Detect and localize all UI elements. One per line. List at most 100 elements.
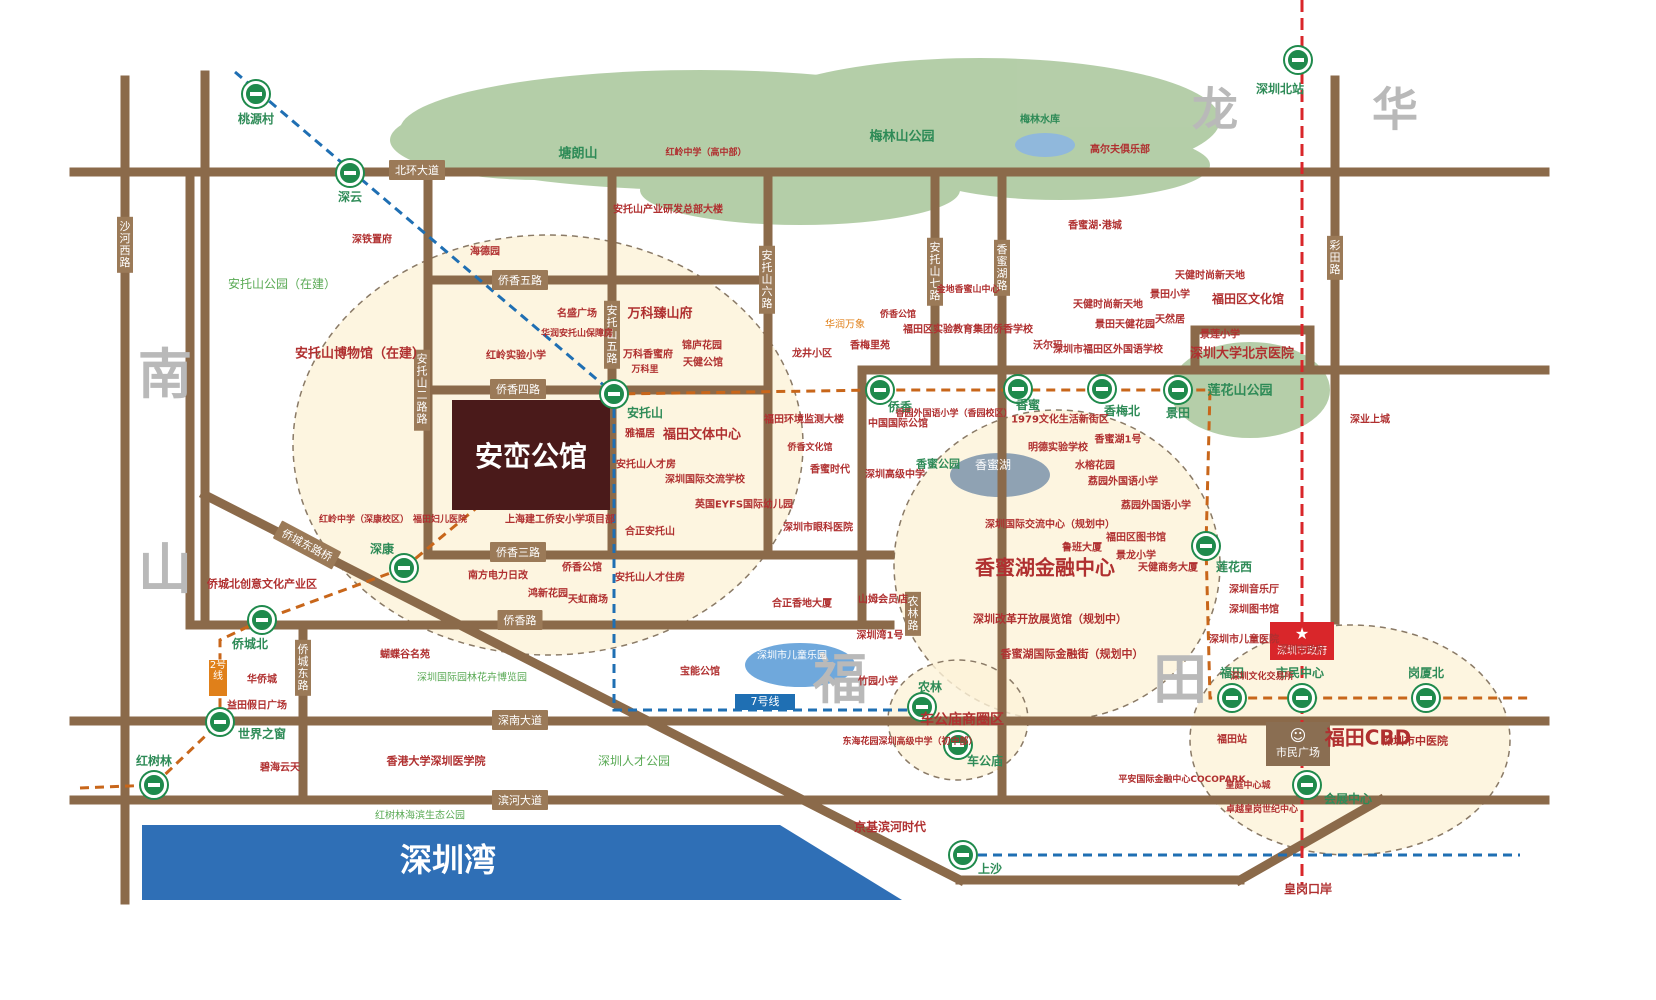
metro-station-icon[interactable] (391, 555, 417, 581)
smiley-icon: ☺ (1289, 726, 1307, 745)
metro-station-icon[interactable] (1219, 685, 1245, 711)
place-label: 福田区文化馆 (1211, 292, 1285, 307)
road-tag-beihuan: 北环大道 (389, 160, 445, 180)
place-label: 梅林水库 (1020, 114, 1060, 126)
metro-station-icon[interactable] (1294, 772, 1320, 798)
vroad-tag-qiaochengdong: 侨城东路 (295, 639, 311, 697)
district-label-nan: 南 (138, 342, 192, 406)
place-label: 上海建工侨安小学项目部 (505, 514, 615, 526)
district-label-tian: 田 (1153, 647, 1207, 711)
metro-station-label: 会展中心 (1323, 792, 1373, 807)
district-label-hua: 华 (1372, 82, 1418, 137)
place-label: 深圳市中医院 (1382, 734, 1448, 748)
metro-station-icon[interactable] (1289, 685, 1315, 711)
metro-station-icon[interactable] (243, 81, 269, 107)
shenzhen-bay-label: 深圳湾 (400, 841, 497, 879)
place-label: 华润安托山保障房 (540, 328, 614, 339)
metro-station-icon[interactable] (867, 377, 893, 403)
place-label: 深圳人才公园 (597, 754, 671, 769)
place-label: 景龙小学 (1116, 550, 1156, 562)
civic-plaza-label: 市民广场 (1276, 746, 1320, 759)
place-label: 深业上城 (1350, 414, 1390, 426)
metro-line-2-tag: 2号线 (209, 660, 227, 696)
project-marker[interactable]: 安峦公馆 (452, 400, 610, 510)
vroad-tag-antuoshan2: 安托山二路路 (414, 349, 430, 431)
place-label: 明德实验学校 (1028, 442, 1088, 454)
place-label: 深圳市儿童医院 (1209, 634, 1279, 646)
metro-station-icon[interactable] (337, 160, 363, 186)
place-label: 深圳国际交流中心（规划中） (985, 519, 1115, 531)
metro-station-icon[interactable] (1193, 533, 1219, 559)
place-label: 山姆会员店 (858, 594, 908, 606)
place-label: 安托山博物馆（在建） (294, 346, 426, 362)
metro-station-label: 岗厦北 (1407, 666, 1445, 681)
metro-station-icon[interactable] (945, 732, 971, 758)
metro-station-label: 市民中心 (1275, 666, 1325, 681)
star-icon: ★ (1294, 623, 1310, 643)
place-label: 红树林海滨生态公园 (375, 810, 465, 822)
metro-station-icon[interactable] (601, 381, 627, 407)
place-label: 景莲小学 (1200, 329, 1240, 341)
place-label: 平安国际金融中心COCOPARK (1118, 774, 1246, 785)
metro-station-icon[interactable] (141, 772, 167, 798)
road-tag-binhe: 滨河大道 (492, 790, 548, 810)
metro-station-icon[interactable] (1285, 47, 1311, 73)
metro-station-label: 香梅北 (1103, 404, 1141, 419)
place-label: 深圳高级中学 (865, 469, 925, 481)
road-tag-qiaoxiang: 侨香路 (497, 610, 543, 630)
metro-station-icon[interactable] (909, 694, 935, 720)
place-label: 福田CBD (1324, 725, 1412, 750)
metro-station-label: 福田 (1219, 666, 1245, 681)
place-label: 红岭中学（深康校区） (318, 514, 410, 525)
metro-station-icon[interactable] (207, 709, 233, 735)
vroad-tag-antuoshan6: 安托山六路 (759, 245, 775, 315)
place-label: 塘朗山 (558, 146, 598, 162)
place-label: 天虹商场 (568, 594, 608, 606)
place-label: 深圳国际园林花卉博览园 (417, 672, 527, 684)
place-label: 深圳音乐厅 (1229, 584, 1279, 596)
place-label: 香蜜公园 (916, 457, 960, 471)
place-label: 莲花山公园 (1207, 383, 1273, 399)
metro-station-icon[interactable] (1005, 376, 1031, 402)
civic-plaza-icon: ☺ 市民广场 (1266, 722, 1330, 766)
place-label: 深圳文化交易所 (1230, 671, 1294, 682)
district-label-long: 龙 (1192, 82, 1238, 137)
metro-station-label: 香蜜 (1015, 398, 1041, 413)
place-label: 车公庙商圈区 (920, 711, 1004, 728)
metro-station-icon[interactable] (1165, 377, 1191, 403)
place-label: 1979文化生活新街区 (1011, 414, 1109, 426)
government-badge-label: 深圳市政府 (1277, 645, 1327, 657)
metro-station-label: 景田 (1165, 406, 1191, 421)
meilin-reservoir (1015, 133, 1075, 157)
metro-station-icon[interactable] (950, 842, 976, 868)
place-label: 深圳国际交流学校 (665, 474, 745, 486)
place-label: 福田文体中心 (662, 427, 742, 443)
place-label: 香蜜湖1号 (1094, 434, 1142, 446)
place-label: 福田妇儿医院 (412, 514, 468, 525)
metro-line-orange (403, 388, 1530, 700)
place-label: 蝴蝶谷名苑 (380, 649, 430, 661)
metro-station-label: 车公庙 (966, 754, 1004, 769)
district-label-shan: 山 (138, 537, 192, 601)
place-label: 天健时尚新天地 (1175, 270, 1245, 282)
place-label: 高尔夫俱乐部 (1090, 144, 1150, 156)
place-label: 华侨城 (247, 674, 277, 686)
metro-station-icon[interactable] (249, 607, 275, 633)
place-label: 皇岗口岸 (1283, 882, 1333, 897)
metro-station-icon[interactable] (1413, 685, 1439, 711)
place-label: 天健公馆 (683, 357, 723, 369)
place-label: 卓越皇岗世纪中心 (1225, 804, 1299, 815)
place-label: 安托山公园（在建） (227, 277, 337, 292)
place-label: 深圳市儿童乐园 (757, 650, 827, 662)
metro-station-icon[interactable] (1089, 376, 1115, 402)
place-label: 合正安托山 (625, 526, 675, 538)
metro-line-7-tag: 7号线 (735, 694, 795, 710)
place-label: 安托山人才住房 (615, 572, 685, 584)
place-label: 深圳市政府 (1279, 644, 1325, 655)
place-label: 京基滨河时代 (853, 820, 927, 835)
place-label: 锦庐花园 (682, 340, 722, 352)
place-label: 深圳改革开放展览馆（规划中） (973, 612, 1127, 626)
place-label: 香港大学深圳医学院 (386, 754, 486, 768)
place-label: 深圳市福田区外国语学校 (1053, 344, 1163, 356)
district-label-fu: 福 (813, 647, 867, 711)
